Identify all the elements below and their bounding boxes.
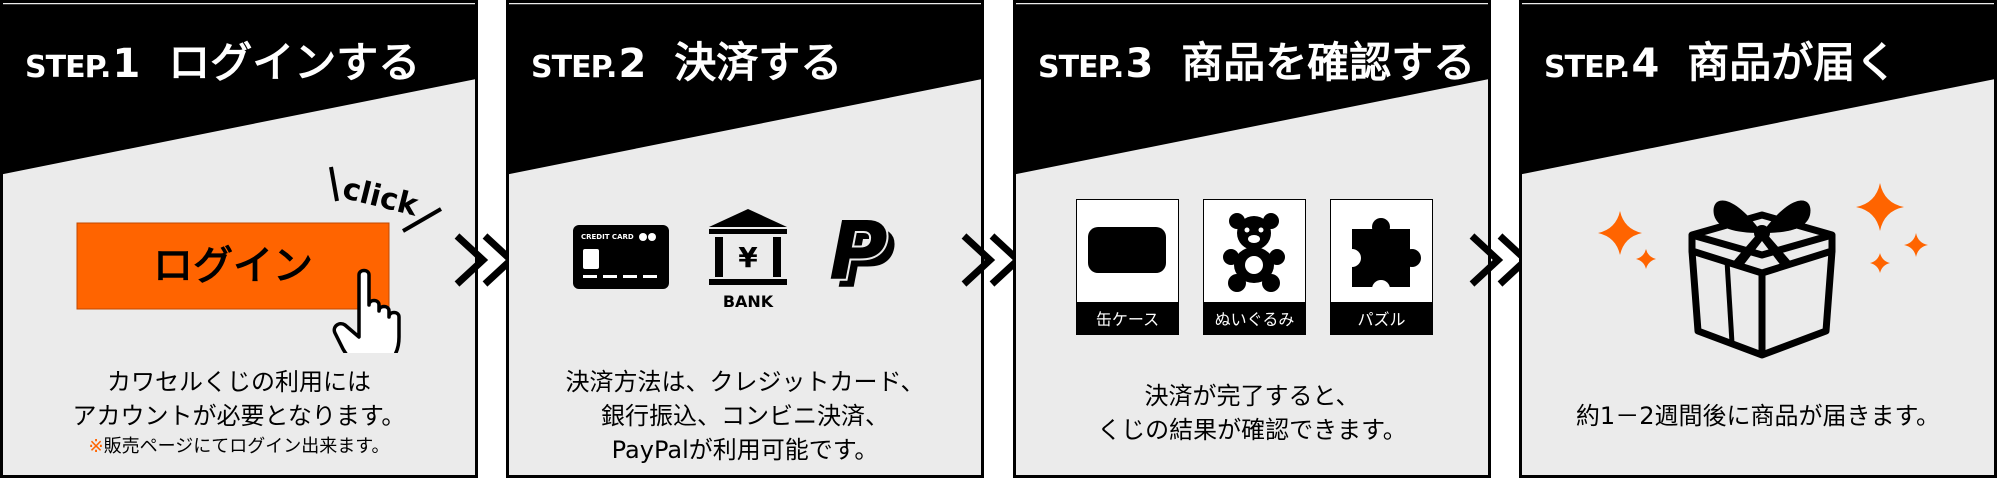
header-banner <box>509 4 981 175</box>
header-banner <box>1016 4 1488 175</box>
item-card-teddy-bear: ぬいぐるみ <box>1203 199 1306 335</box>
puzzle-piece-icon <box>1352 218 1421 287</box>
step-2-title: STEP. 2 決済する <box>531 29 842 90</box>
note-mark: ※ <box>88 436 104 457</box>
bank-label: BANK <box>723 292 774 311</box>
description-line: アカウントが必要となります。 <box>72 402 406 430</box>
header-banner <box>1522 4 1994 175</box>
teddy-bear-icon <box>1223 213 1285 292</box>
step-heading: 商品を確認する <box>1181 38 1476 87</box>
item-card-can-case: 缶ケース <box>1076 199 1179 335</box>
header-banner <box>3 4 475 175</box>
gift-box-icon <box>1688 211 1836 359</box>
description-line: PayPalが利用可能です。 <box>611 436 879 464</box>
can-case-icon <box>1088 227 1166 273</box>
gift-illustration <box>1598 183 1928 359</box>
step-1-title: STEP. 1 ログインする <box>25 29 420 90</box>
step-3-description: 決済が完了すると、 くじの結果が確認できます。 <box>1016 379 1488 447</box>
step-4-description: 約1－2週間後に商品が届きます。 <box>1522 399 1994 433</box>
step-2-panel: STEP. 2 決済する CREDIT CARD ¥ BANK P P 決済方法… <box>506 0 984 478</box>
item-card-puzzle: パズル <box>1330 199 1433 335</box>
step-number: 1 <box>112 41 141 87</box>
description-line: 銀行振込、コンビニ決済、 <box>601 402 889 430</box>
step-4-panel: STEP. 4 商品が届く 約1－2週間後に商品が届きます。 <box>1519 0 1997 478</box>
step-heading: 決済する <box>674 38 843 87</box>
ribbon-bow-icon <box>1713 200 1811 267</box>
step-number: 4 <box>1631 41 1660 87</box>
click-label: click <box>339 171 422 224</box>
sparkle-icon <box>1598 183 1928 273</box>
step-1-description: カワセルくじの利用には アカウントが必要となります。 ※販売ページにてログイン出… <box>3 365 475 461</box>
step-label: STEP. <box>1038 50 1124 85</box>
description-line: くじの結果が確認できます。 <box>1097 416 1407 444</box>
step-1-panel: STEP. 1 ログインする ログイン click カワセルくじの利用には アカ… <box>0 0 478 478</box>
paypal-front-symbol: P <box>829 213 888 297</box>
step-2-description: 決済方法は、クレジットカード、 銀行振込、コンビニ決済、 PayPalが利用可能… <box>509 365 981 467</box>
step-heading: ログインする <box>168 38 421 87</box>
click-line-right <box>401 207 443 233</box>
description-line: 決済が完了すると、 <box>1144 382 1360 410</box>
step-number: 2 <box>618 41 647 87</box>
step-label: STEP. <box>1544 50 1630 85</box>
item-label: 缶ケース <box>1096 310 1159 329</box>
login-illustration: ログイン click <box>76 166 443 353</box>
step-3-panel: STEP. 3 商品を確認する 缶ケース <box>1013 0 1491 478</box>
pointing-hand-icon <box>332 268 401 353</box>
yen-symbol: ¥ <box>738 241 758 274</box>
step-label: STEP. <box>25 50 111 85</box>
login-button-shape <box>76 222 390 310</box>
paypal-icon: P P <box>827 213 896 297</box>
login-button-label: ログイン <box>153 243 313 289</box>
credit-card-icon: CREDIT CARD <box>573 225 669 289</box>
description-line: 決済方法は、クレジットカード、 <box>565 368 925 396</box>
step-3-title: STEP. 3 商品を確認する <box>1038 29 1475 90</box>
description-line: カワセルくじの利用には <box>107 368 371 396</box>
prize-items: 缶ケース ぬいぐるみ <box>1076 199 1433 335</box>
step-4-title: STEP. 4 商品が届く <box>1544 29 1897 90</box>
credit-card-label: CREDIT CARD <box>581 233 634 241</box>
item-label: パズル <box>1357 310 1405 329</box>
paypal-back-symbol: P <box>837 213 896 297</box>
step-label: STEP. <box>531 50 617 85</box>
note-text: 販売ページにてログイン出来ます。 <box>103 436 390 457</box>
step-heading: 商品が届く <box>1687 38 1898 87</box>
step-number: 3 <box>1125 41 1154 87</box>
bank-icon: ¥ BANK <box>709 209 787 311</box>
description-line: 約1－2週間後に商品が届きます。 <box>1575 402 1941 430</box>
item-label: ぬいぐるみ <box>1215 310 1295 329</box>
click-line-left <box>329 166 339 202</box>
login-note: ※販売ページにてログイン出来ます。 <box>3 433 475 461</box>
